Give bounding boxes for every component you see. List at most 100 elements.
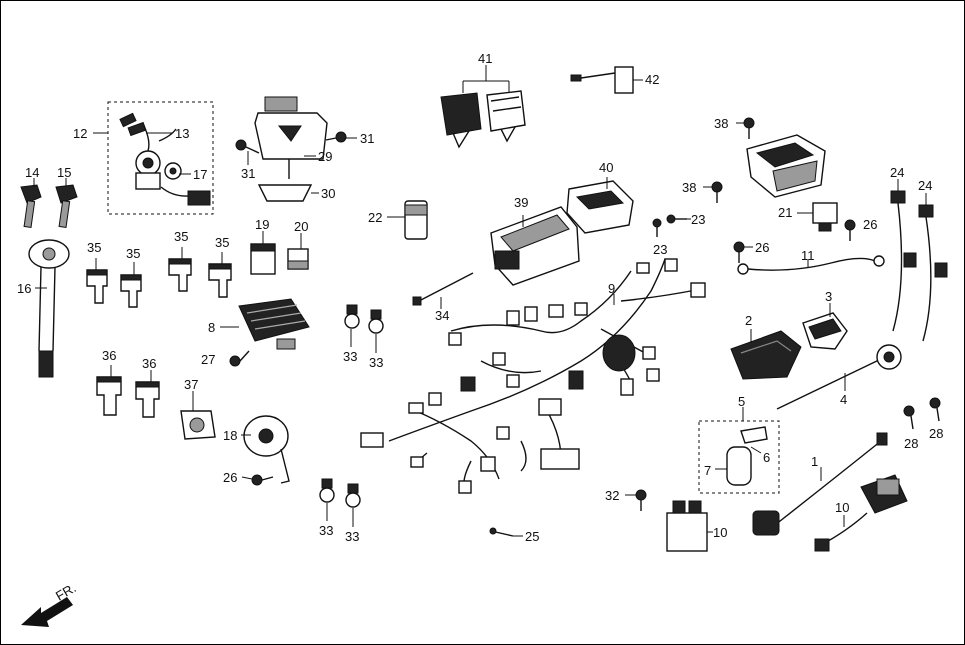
front-direction-arrow [21,597,73,627]
callout-24a: 24 [890,165,904,180]
bolt-part [711,181,723,203]
callout-21: 21 [778,205,792,220]
callout-29: 29 [318,149,332,164]
regulator-part [238,298,310,350]
ground-cable-part [737,255,885,275]
callout-35d: 35 [215,235,229,250]
bolt-part [929,397,941,422]
strap-part [918,204,948,342]
callout-22: 22 [368,210,382,225]
connector-part [730,330,802,380]
callout-38a: 38 [714,116,728,131]
sensor-plug-part [570,66,634,94]
front-direction-label: FR. [53,580,79,603]
callout-10b: 10 [835,500,849,515]
connector-part [440,92,482,149]
callout-26a: 26 [223,470,237,485]
callout-34: 34 [435,308,449,323]
fuse-part [135,381,160,418]
fuse-part [96,376,122,416]
callout-35c: 35 [174,229,188,244]
callout-31b: 31 [241,166,255,181]
fuse-part [120,274,142,308]
screw-part [325,131,347,143]
callout-30: 30 [321,186,335,201]
key-part [55,184,78,228]
screw-part [235,139,260,154]
callout-38b: 38 [682,180,696,195]
bolt-part [844,219,856,241]
sensor-group-box [698,420,780,494]
connector-part [802,312,848,350]
relay-part [250,243,276,275]
horn-part [243,415,290,484]
connector-part [486,90,526,143]
callout-35b: 35 [126,246,140,261]
cable-tie-part [412,272,474,306]
ignition-group-box [107,101,214,215]
callout-19: 19 [255,217,269,232]
callout-14: 14 [25,165,39,180]
bolt-part [743,117,755,139]
callout-25: 25 [525,529,539,544]
callout-27: 27 [201,352,215,367]
callout-11: 11 [801,248,815,263]
callout-4: 4 [840,392,847,407]
callout-20: 20 [294,219,308,234]
callout-9: 9 [608,281,615,296]
callout-28b: 28 [929,426,943,441]
connector-part [287,248,309,270]
callout-16: 16 [17,281,31,296]
callout-12: 12 [73,126,87,141]
screw-part [489,527,514,537]
bolt-part [251,474,274,486]
connector-part [404,200,428,240]
strap-part [890,190,917,332]
callout-24b: 24 [918,178,932,193]
callout-36b: 36 [142,356,156,371]
relay-part [812,202,838,232]
callout-33c: 33 [319,523,333,538]
clamp-part [319,478,335,503]
callout-26c: 26 [863,217,877,232]
callout-1: 1 [811,454,818,469]
relay-part [666,500,708,552]
callout-32: 32 [605,488,619,503]
callout-13: 13 [175,126,189,141]
fuse-part [86,269,108,304]
holder-part [180,410,216,440]
callout-17: 17 [193,167,207,182]
key-part [20,184,42,228]
callout-33a: 33 [343,349,357,364]
seat-lock-part [160,162,211,206]
callout-40: 40 [599,160,613,175]
callout-3: 3 [825,289,832,304]
cable-relay-part [814,474,908,552]
callout-33d: 33 [345,529,359,544]
callout-7: 7 [704,463,711,478]
ecu-part [490,206,580,286]
callout-33b: 33 [369,355,383,370]
bolt-part [635,489,647,511]
sensor-rod-part [776,344,902,410]
callout-39: 39 [514,195,528,210]
callout-31a: 31 [360,131,374,146]
bolt-part [903,405,915,430]
cover-part [566,180,634,234]
callout-2: 2 [745,313,752,328]
callout-26b: 26 [755,240,769,255]
callout-23a: 23 [691,212,705,227]
callout-41: 41 [478,51,492,66]
callout-18: 18 [223,428,237,443]
ignition-switch-part [119,112,177,190]
sensor-cap-part [726,426,768,486]
callout-10a: 10 [713,525,727,540]
clamp-part [344,304,360,329]
callout-35a: 35 [87,240,101,255]
sensor-cable-part [752,432,888,536]
clamp-part [345,483,361,508]
bolt-part [733,241,745,263]
control-module-part [254,96,328,179]
